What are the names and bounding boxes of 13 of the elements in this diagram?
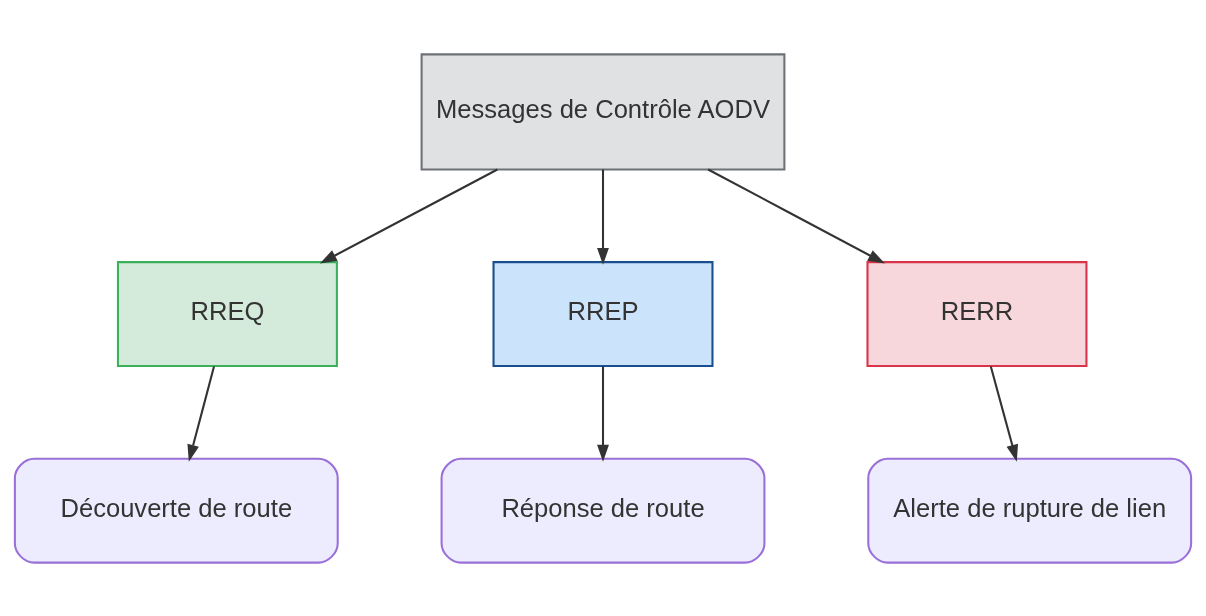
arrow — [597, 366, 609, 462]
node-box: Messages de Contrôle AODV — [420, 52, 786, 170]
node-box: RREQ — [116, 260, 338, 367]
node-box: Réponse de route — [440, 457, 766, 564]
arrow — [597, 169, 609, 265]
arrow — [319, 168, 498, 264]
arrow — [187, 365, 215, 462]
arrow — [989, 365, 1019, 462]
node-box: RERR — [866, 260, 1088, 367]
node-box: RREP — [492, 260, 714, 367]
node-box: Découverte de route — [13, 457, 339, 564]
arrow — [707, 168, 885, 264]
node-box: Alerte de rupture de lien — [867, 457, 1193, 564]
